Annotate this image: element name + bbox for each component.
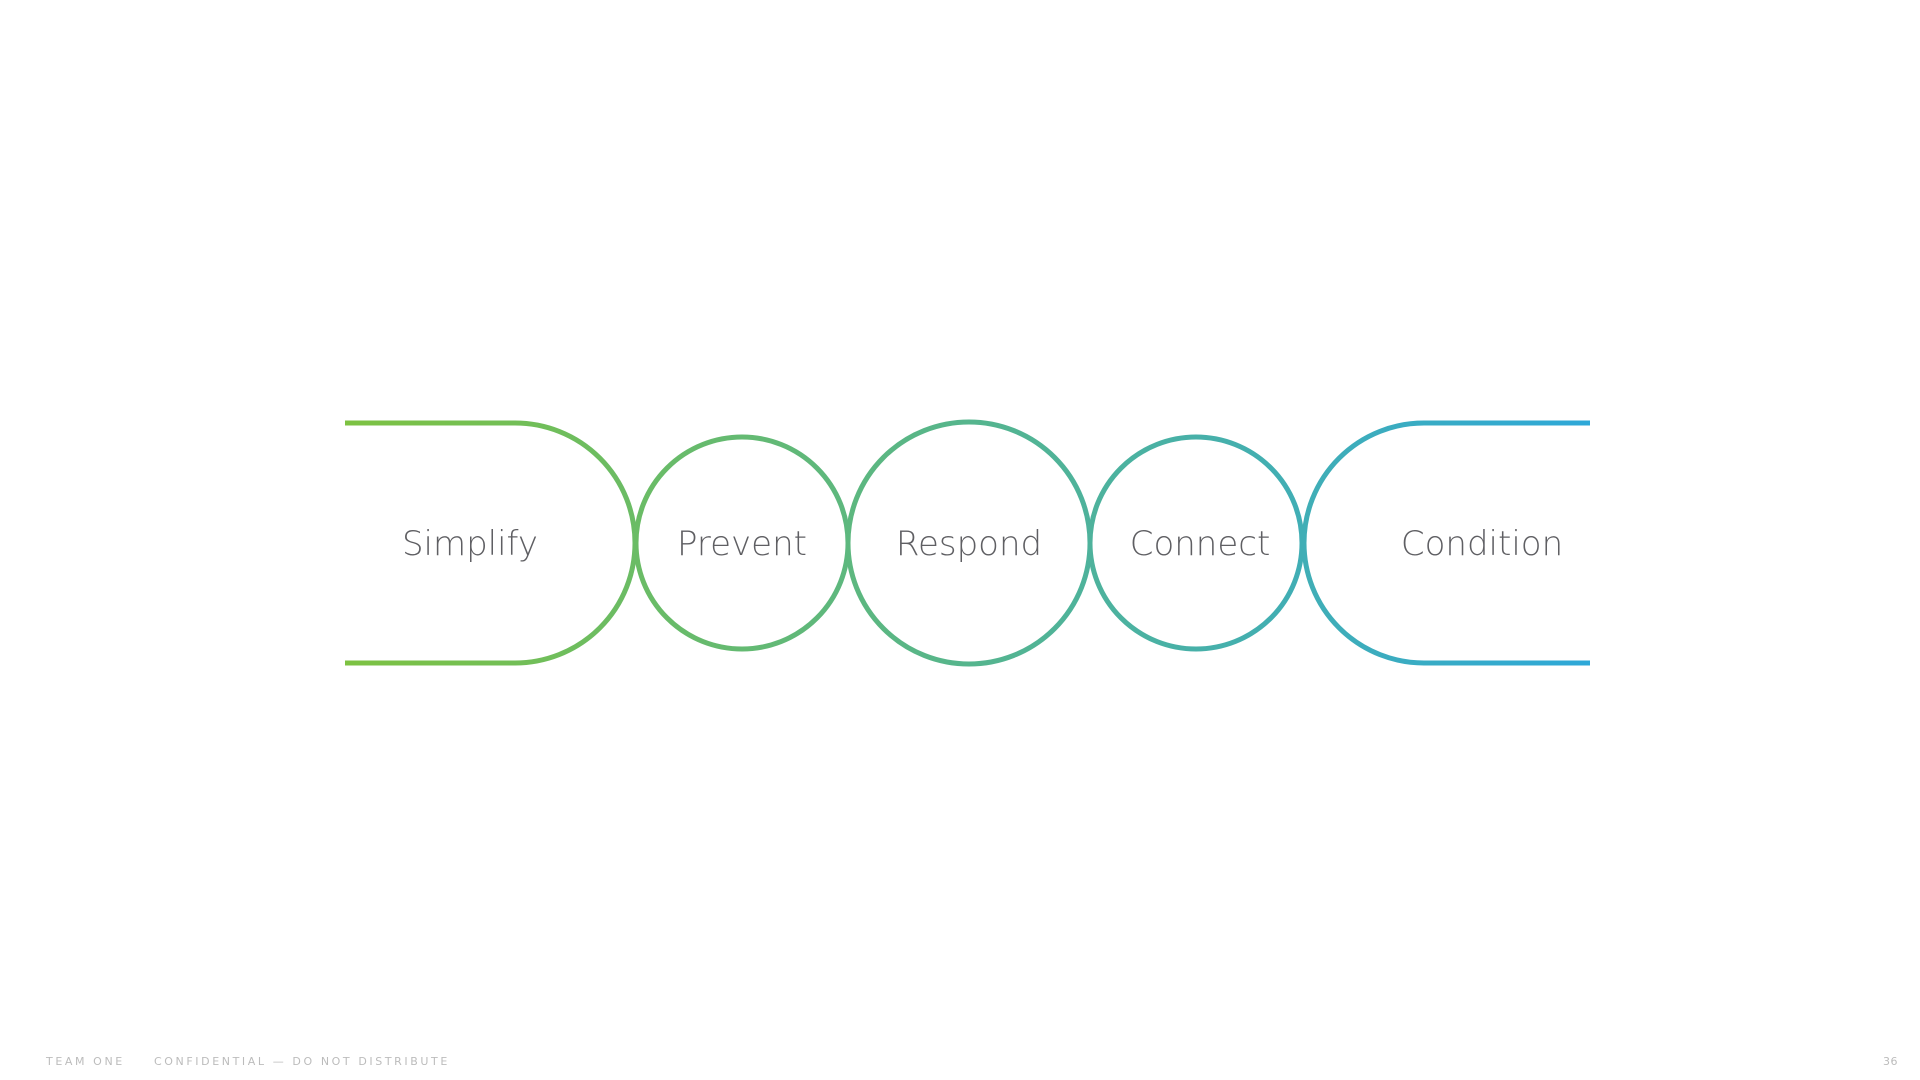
stage-label-connect: Connect bbox=[1130, 524, 1271, 564]
stage-shape-condition bbox=[1301, 420, 1590, 666]
stage-label-respond: Respond bbox=[896, 524, 1042, 564]
page-number: 36 bbox=[1883, 1055, 1898, 1068]
footer-confidential-notice: CONFIDENTIAL — DO NOT DISTRIBUTE bbox=[154, 1055, 450, 1068]
stage-label-condition: Condition bbox=[1401, 524, 1563, 564]
footer-brand: TEAM ONE bbox=[46, 1055, 125, 1068]
stage-label-simplify: Simplify bbox=[402, 524, 538, 564]
stage-label-prevent: Prevent bbox=[677, 524, 807, 564]
